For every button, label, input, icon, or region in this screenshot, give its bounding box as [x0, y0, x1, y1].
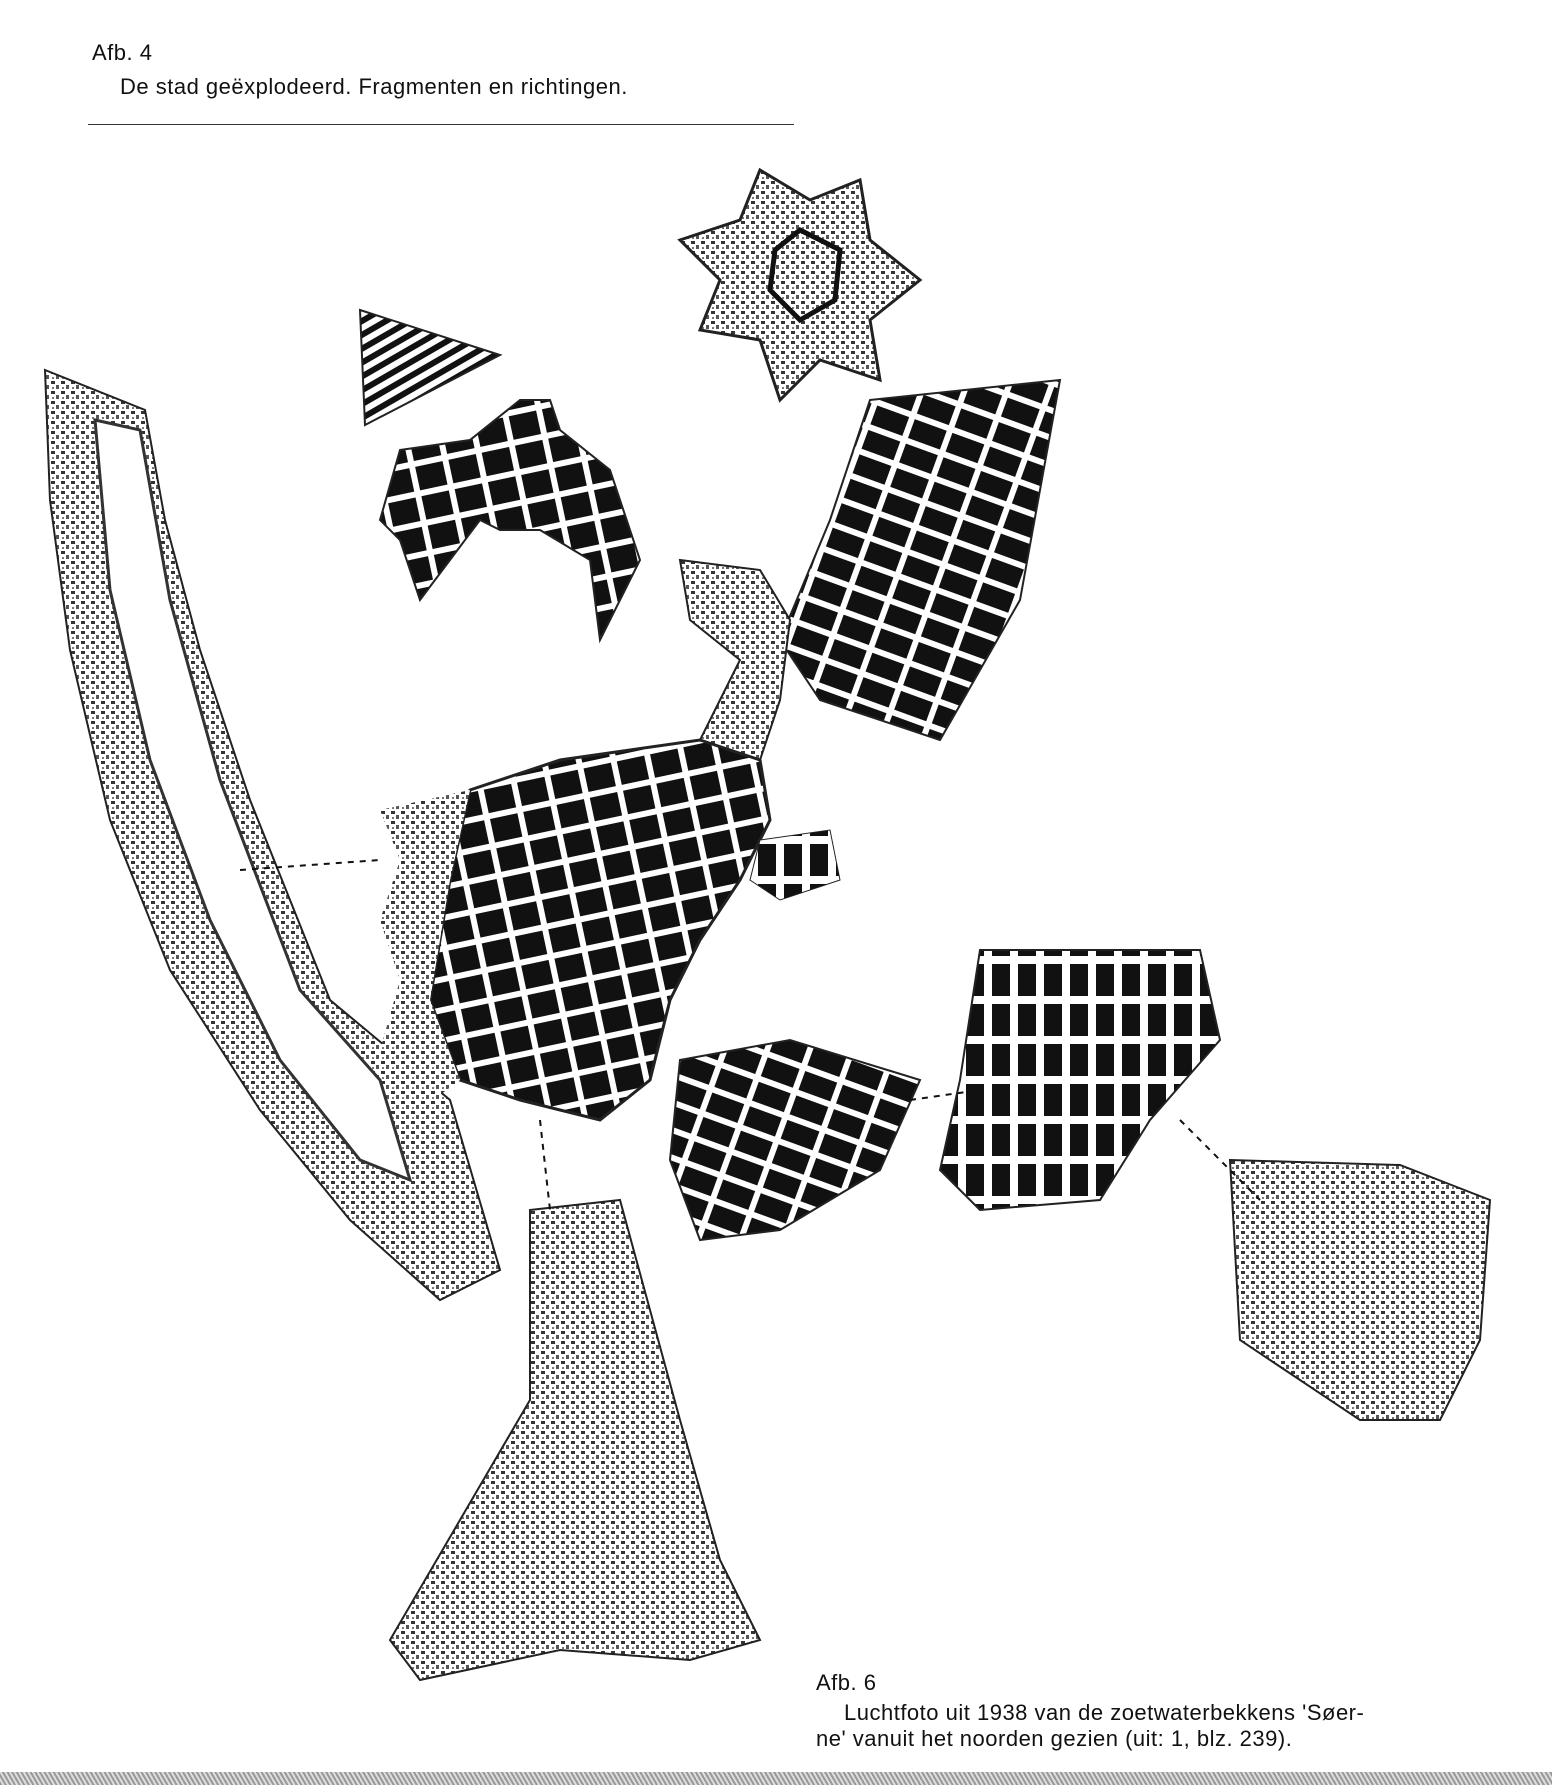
scan-edge-strip: [0, 1772, 1552, 1785]
map-fragment-fortification: [380, 790, 470, 1110]
map-fragment-east-quarter: [1228, 1158, 1492, 1421]
map-fragment-harbour: [668, 1038, 922, 1242]
map-fragment-south-tail: [388, 1198, 762, 1682]
figure-6-caption-line-1: Luchtfoto uit 1938 van de zoetwaterbekke…: [844, 1700, 1365, 1725]
figure-4-caption: De stad geëxplodeerd. Fragmenten en rich…: [120, 74, 628, 99]
figure-4-number: Afb. 4: [92, 40, 153, 65]
map-fragment-christianshavn: [938, 949, 1222, 1212]
figure-6-number: Afb. 6: [816, 1670, 877, 1695]
map-fragment-connector: [678, 558, 792, 772]
map-connector-lines: [239, 859, 1261, 1211]
map-fragment-lakes: [43, 368, 502, 1302]
map-fragment-hatched-triangle: [358, 308, 503, 427]
map-fragment-old-city: [428, 738, 772, 1122]
caption-divider: [88, 124, 794, 125]
map-fragment-northwest-arm: [378, 399, 642, 644]
map-fragment-northeast-wedge: [778, 378, 1062, 742]
map-fragment-fortress: [677, 167, 923, 403]
figure-6-caption-line-2: ne' vanuit het noorden gezien (uit: 1, b…: [816, 1726, 1293, 1751]
map-fragment-small-block: [749, 829, 841, 901]
